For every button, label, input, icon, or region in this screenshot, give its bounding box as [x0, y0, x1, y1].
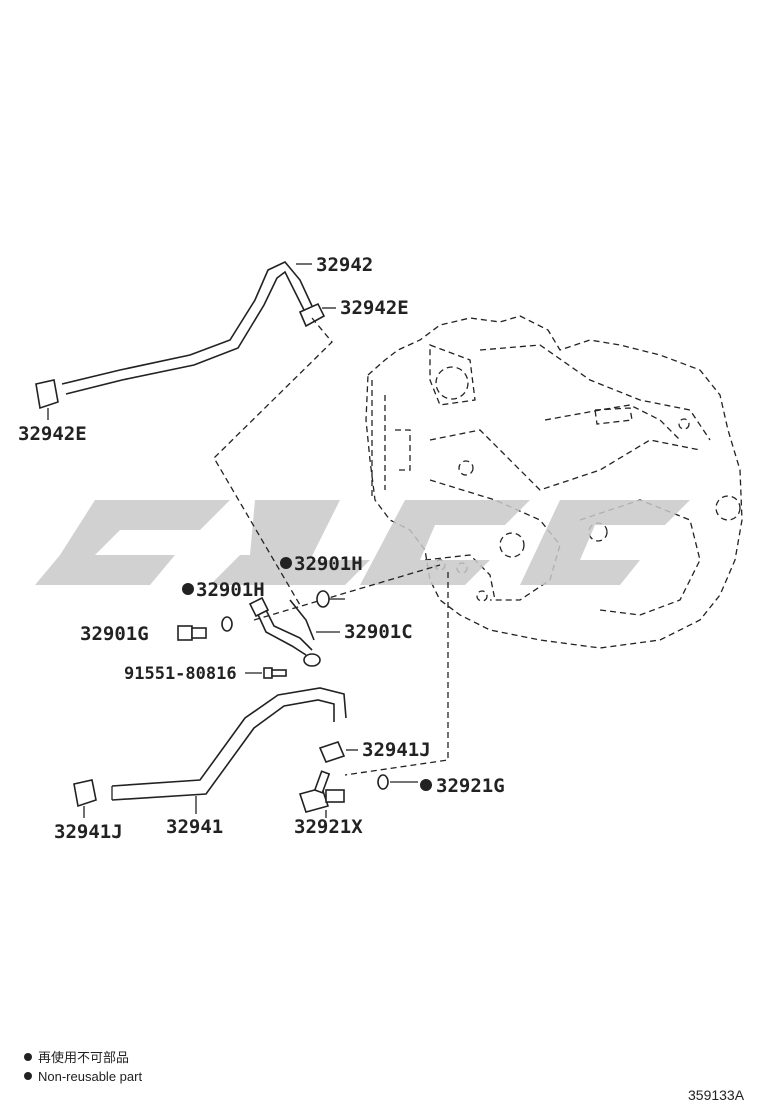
fitting-32921x [298, 770, 345, 818]
legend-en: Non-reusable part [38, 1069, 142, 1084]
non-reusable-marker [420, 779, 432, 791]
clamp-32941j-left [73, 779, 97, 818]
label-32942e-left: 32942E [18, 423, 87, 445]
label-32941: 32941 [166, 816, 223, 838]
label-91551-80816: 91551-80816 [124, 664, 237, 684]
label-32901c: 32901C [344, 621, 413, 643]
hose-32941 [111, 687, 347, 801]
clamp-32941j-top [318, 741, 346, 763]
label-32942e-top: 32942E [340, 297, 409, 319]
label-32941j-left: 32941J [54, 821, 123, 843]
routing-line-fitting [344, 572, 449, 776]
pipe-32901c [248, 596, 321, 667]
watermark-logo [35, 500, 690, 585]
legend: 再使用不可部品 Non-reusable part [24, 1050, 142, 1084]
legend-marker-en [24, 1072, 32, 1080]
label-32901h-a: 32901H [294, 553, 363, 575]
label-32901h-b: 32901H [196, 579, 265, 601]
label-32921x: 32921X [294, 816, 363, 838]
label-32921g: 32921G [436, 775, 505, 797]
legend-marker-jp [24, 1053, 32, 1061]
routing-line-pipe [253, 564, 441, 621]
bolt-91551 [245, 667, 287, 679]
o-ring-32921g [377, 774, 389, 790]
label-32901g: 32901G [80, 623, 149, 645]
gasket-32901h-a [316, 590, 330, 608]
leader-lines [296, 263, 418, 783]
gasket-32901h-b [221, 616, 233, 632]
routing-line-upper [213, 317, 333, 606]
clamp-32942e-left [35, 379, 59, 420]
non-reusable-marker [280, 557, 292, 569]
hose-32942 [61, 261, 313, 395]
label-32941j-top: 32941J [362, 739, 431, 761]
transmission-housing [365, 315, 743, 649]
non-reusable-marker [182, 583, 194, 595]
bolt-32901g [177, 625, 207, 641]
figure-number: 359133A [688, 1087, 745, 1103]
label-32942: 32942 [316, 254, 373, 276]
clamp-32942e-top [298, 302, 326, 328]
legend-jp: 再使用不可部品 [38, 1050, 129, 1065]
